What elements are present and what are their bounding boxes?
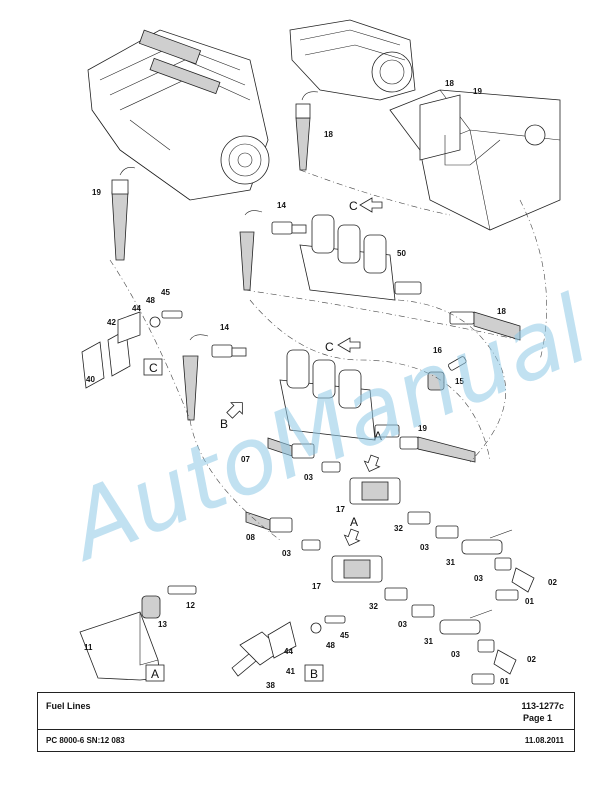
title-block: Fuel Lines 113-1277c Page 1 PC 8000-6 SN…: [37, 692, 575, 752]
callout-17: 17: [312, 582, 321, 591]
view-arrow-c-mid-label: C: [325, 340, 334, 354]
callout-11: 11: [84, 643, 93, 652]
model-serial: PC 8000-6 SN:12 083: [46, 736, 125, 745]
callout-16: 16: [433, 346, 442, 355]
routing-lines: [109, 169, 547, 541]
callout-48: 48: [326, 641, 335, 650]
clamp-b-assembly: [231, 615, 346, 677]
callout-19: 19: [418, 424, 427, 433]
fitting-chain-upper: [407, 511, 535, 601]
callout-19: 19: [92, 188, 101, 197]
callout-03: 03: [420, 543, 429, 552]
callout-03: 03: [282, 549, 291, 558]
callout-32: 32: [369, 602, 378, 611]
view-label-a: A: [145, 664, 165, 682]
hose-08: [245, 511, 293, 533]
svg-text:A: A: [151, 667, 159, 681]
callout-12: 12: [186, 601, 195, 610]
engine-illustration: [87, 29, 270, 201]
hose-14-lower: [182, 334, 247, 421]
title-block-divider: [38, 729, 574, 730]
callout-40: 40: [86, 375, 95, 384]
tank-frame-illustration: [389, 89, 561, 231]
callout-02: 02: [527, 655, 536, 664]
callout-01: 01: [525, 597, 534, 606]
svg-text:B: B: [310, 667, 318, 681]
callout-32: 32: [394, 524, 403, 533]
view-arrows: C C B A A: [220, 197, 383, 547]
valve-assembly-lower: [301, 539, 383, 583]
valve-assembly-upper: [321, 461, 401, 505]
issue-date: 11.08.2011: [524, 736, 564, 745]
fitting-chain-lower: [384, 587, 517, 685]
view-arrow-c-top-label: C: [349, 199, 358, 213]
spacer-bolt-16-15: [427, 356, 467, 391]
hose-18-right: [449, 311, 521, 341]
callout-48: 48: [146, 296, 155, 305]
callout-45: 45: [340, 631, 349, 640]
callout-41: 41: [286, 667, 295, 676]
parts-diagram: C C B A A C A B 18 19 18 19 14 50 14 18 48 45 44 42…: [50, 19, 604, 690]
svg-text:C: C: [149, 361, 158, 375]
view-label-b: B: [304, 664, 324, 682]
callout-03: 03: [304, 473, 313, 482]
hose-14-upper: [239, 210, 307, 291]
callouts: 18 19 18 19 14 50 14 18 48 45 44 42 40 16 15 19 07 03 17 32…: [84, 79, 557, 690]
hose-19-left: [111, 167, 136, 261]
hose-07: [267, 437, 315, 459]
callout-14: 14: [277, 201, 286, 210]
drawing-number: 113-1277c: [521, 701, 564, 711]
callout-03: 03: [474, 574, 483, 583]
callout-42: 42: [107, 318, 116, 327]
bracket-a-assembly: [79, 585, 197, 681]
filter-block-lower: [279, 349, 400, 441]
callout-31: 31: [424, 637, 433, 646]
callout-08: 08: [246, 533, 255, 542]
view-label-c: C: [143, 358, 163, 376]
callout-44: 44: [132, 304, 141, 313]
page-number: Page 1: [522, 713, 552, 723]
callout-38: 38: [266, 681, 275, 690]
callout-17: 17: [336, 505, 345, 514]
callout-50: 50: [397, 249, 406, 258]
view-arrow-a-top-label: A: [374, 429, 382, 443]
callout-19: 19: [473, 87, 482, 96]
callout-18: 18: [445, 79, 454, 88]
callout-02: 02: [548, 578, 557, 587]
filter-block-upper: [299, 214, 422, 301]
hose-19-mid: [399, 436, 476, 463]
view-arrow-b-label: B: [220, 417, 228, 431]
callout-14: 14: [220, 323, 229, 332]
clamp-c-assembly: [81, 310, 183, 389]
callout-01: 01: [500, 677, 509, 686]
drawing-title: Fuel Lines: [46, 701, 91, 711]
callout-03: 03: [451, 650, 460, 659]
callout-31: 31: [446, 558, 455, 567]
callout-18: 18: [324, 130, 333, 139]
callout-15: 15: [455, 377, 464, 386]
callout-18: 18: [497, 307, 506, 316]
hose-18-top: [295, 91, 319, 171]
callout-07: 07: [241, 455, 250, 464]
view-arrow-a-bottom-label: A: [350, 515, 358, 529]
callout-45: 45: [161, 288, 170, 297]
engine-illustration-2: [289, 19, 416, 101]
callout-03: 03: [398, 620, 407, 629]
callout-44: 44: [284, 647, 293, 656]
callout-13: 13: [158, 620, 167, 629]
